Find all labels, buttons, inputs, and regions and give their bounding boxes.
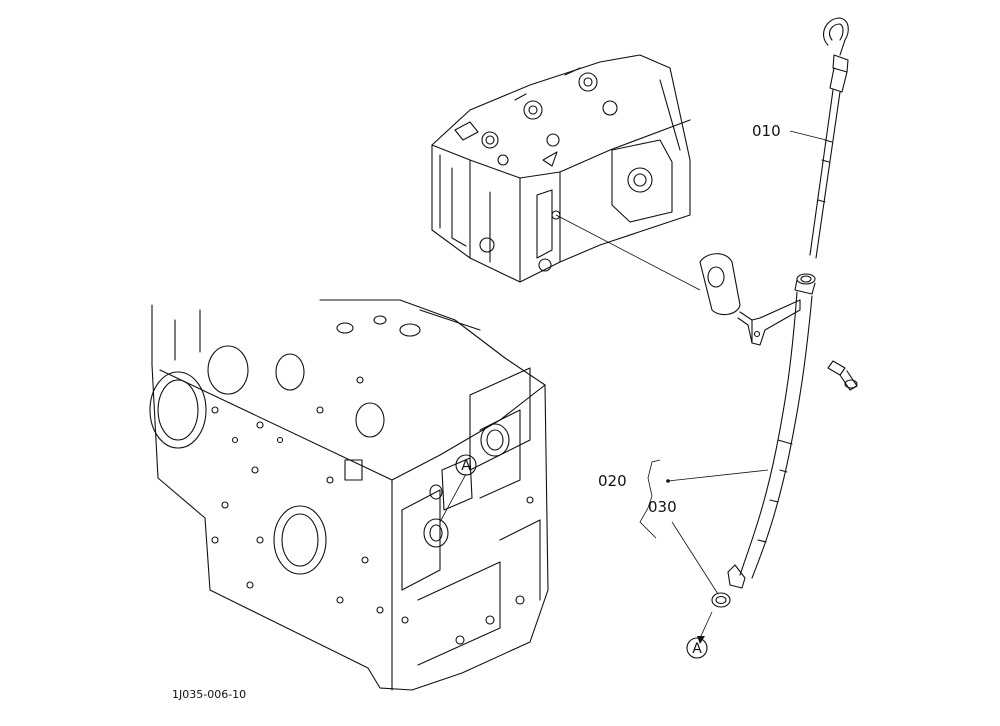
section-a-label-tube: A xyxy=(692,641,702,657)
callout-020-dot xyxy=(666,479,670,483)
cylinder-head-drawing xyxy=(431,54,691,283)
o-ring-drawing xyxy=(711,592,731,608)
section-a-leader-tube xyxy=(699,611,713,639)
section-a-leader-block xyxy=(439,473,467,523)
cylinder-block-drawing xyxy=(149,299,549,691)
callout-label-020: 020 xyxy=(598,472,627,490)
callout-label-030: 030 xyxy=(648,498,677,516)
section-a-circle-block xyxy=(455,454,477,476)
callout-020-leader xyxy=(667,469,769,482)
alignment-leader-line xyxy=(555,214,701,291)
callout-label-010: 010 xyxy=(752,122,781,140)
callout-010-leader xyxy=(789,130,827,141)
callout-bracket xyxy=(639,459,661,539)
section-a-label-block: A xyxy=(461,458,471,474)
callout-030-leader xyxy=(671,521,719,595)
figure-reference: 1J035-006-10 xyxy=(172,688,246,701)
dipstick-drawing xyxy=(809,17,849,259)
dipstick-guide-tube-drawing xyxy=(727,273,816,589)
dipstick-bracket-drawing xyxy=(699,253,858,391)
section-a-circle-tube xyxy=(686,637,708,659)
